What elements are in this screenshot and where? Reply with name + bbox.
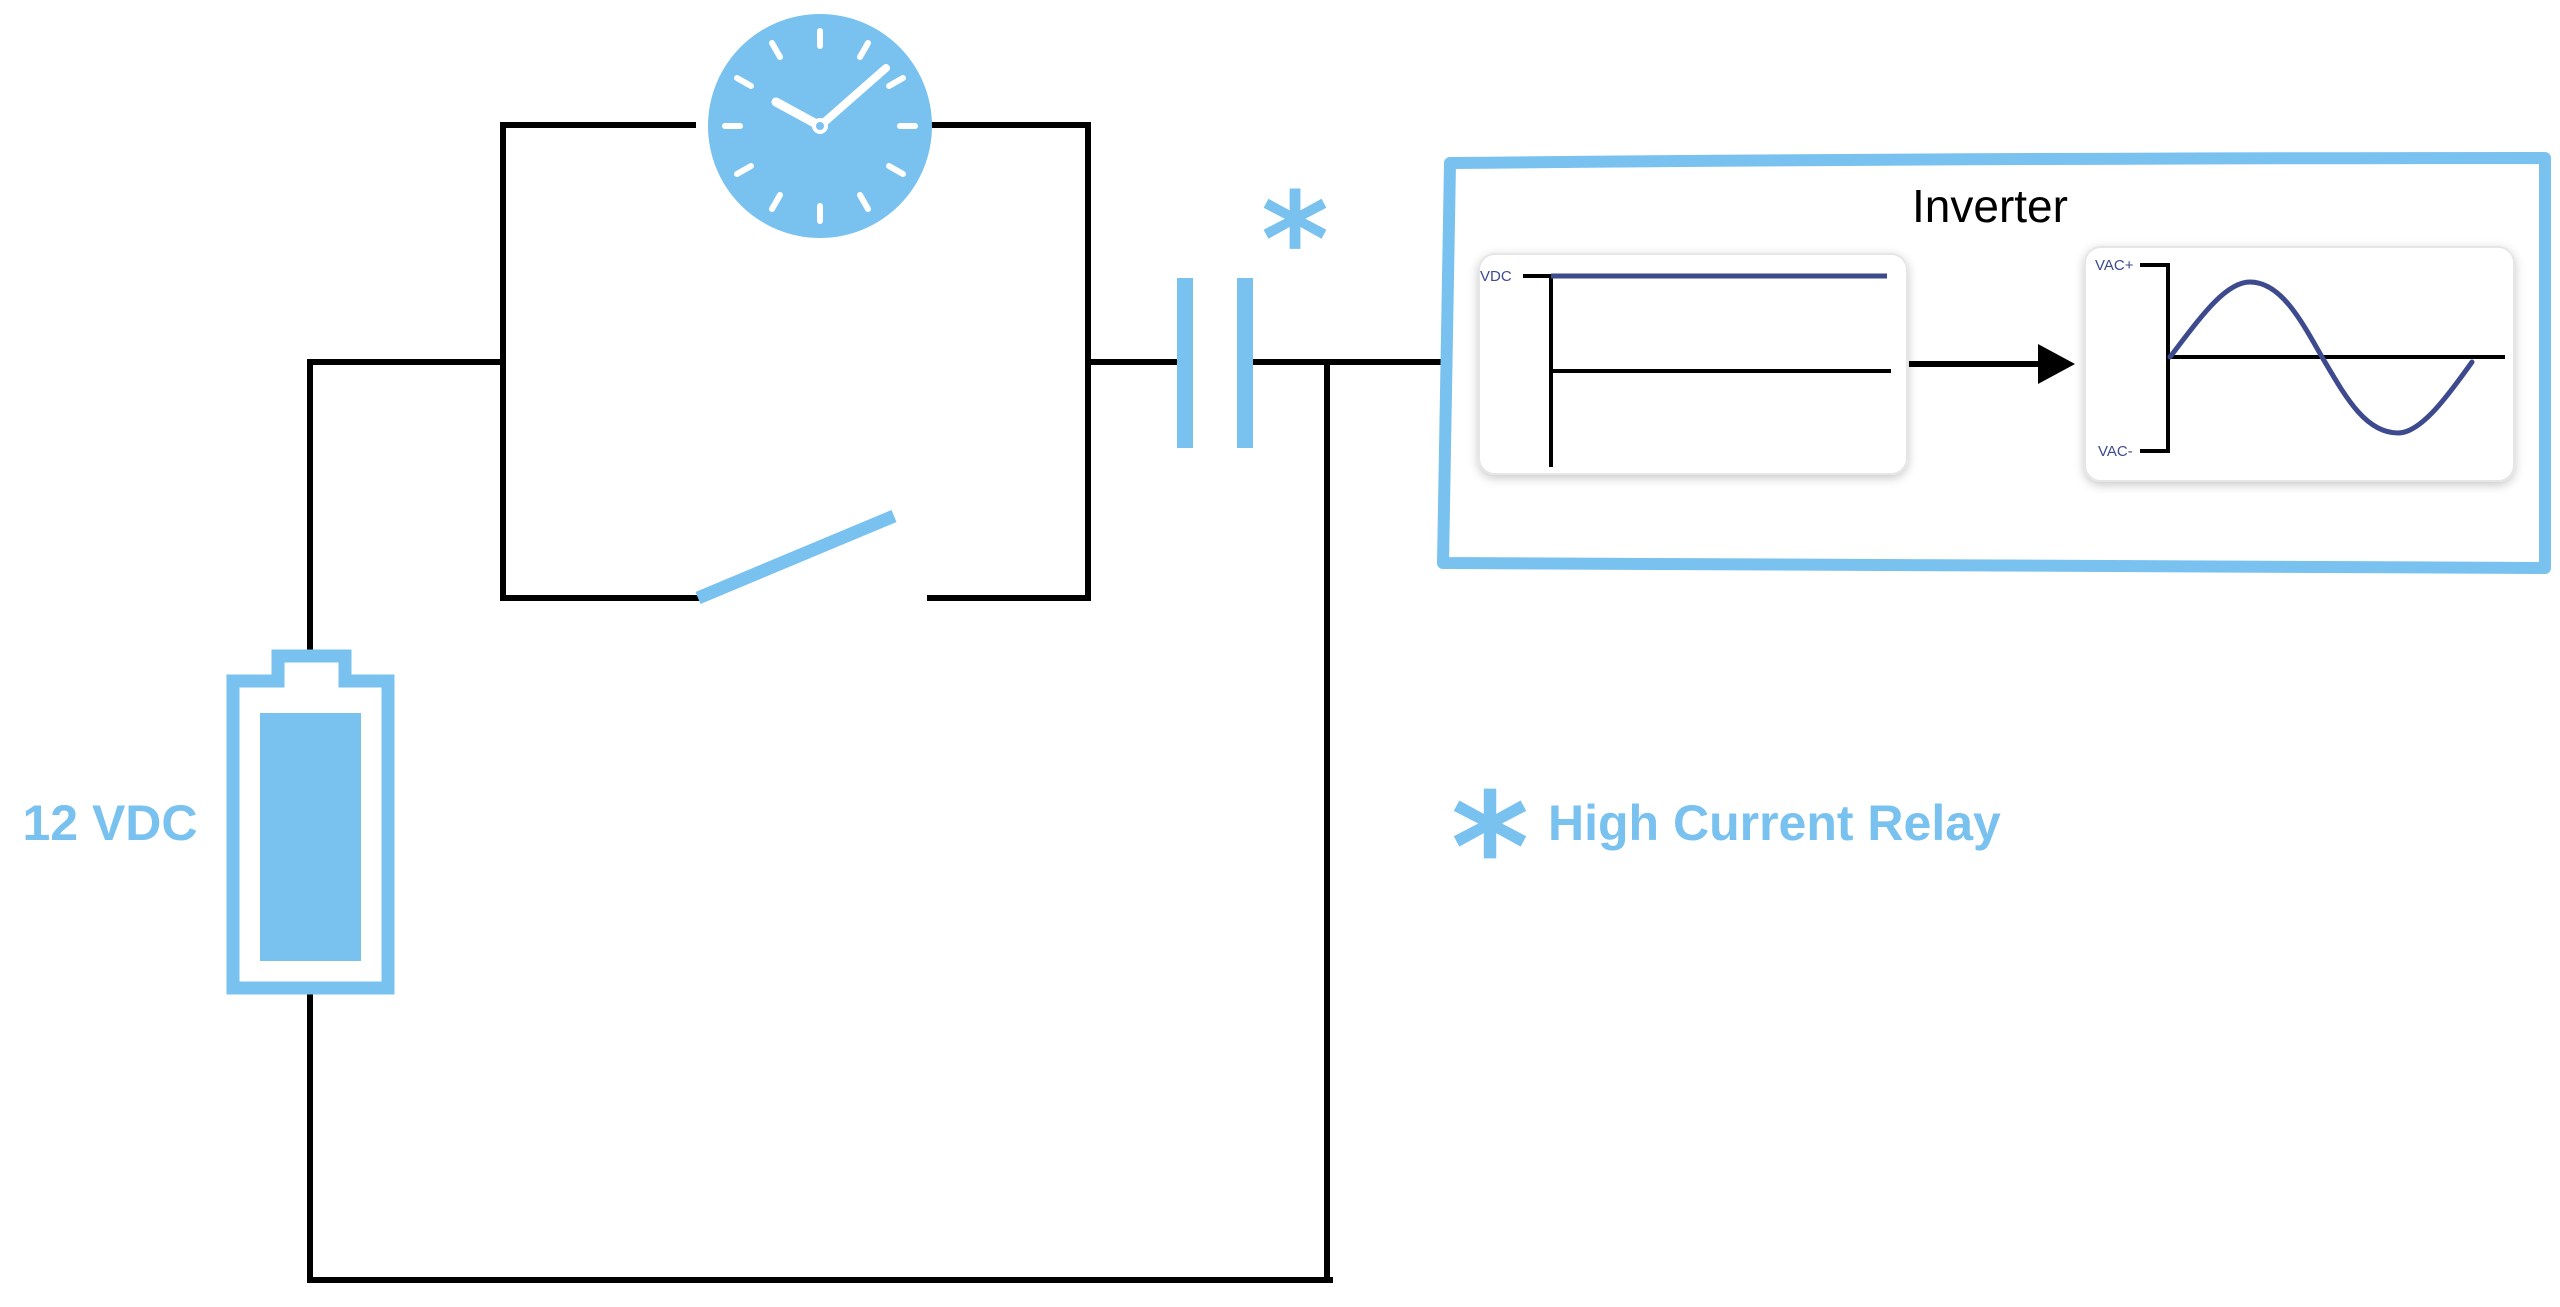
ac-graph-top-label: VAC+ (2095, 257, 2134, 274)
inverter-title: Inverter (1912, 180, 2068, 232)
clock-icon (708, 14, 932, 238)
conversion-arrow-icon (1909, 344, 2075, 384)
circuit-wires (307, 122, 1446, 1283)
dc-graph-label: VDC (1480, 268, 1512, 285)
ac-graph-bottom-label: VAC- (2098, 443, 2133, 460)
battery-icon (226, 649, 395, 995)
wire-battery-to-top (307, 359, 506, 653)
relay-icon (1177, 278, 1253, 448)
ac-graph-card: VAC+ VAC- (2084, 246, 2515, 482)
switch-icon (695, 510, 897, 604)
battery-voltage-label: 12 VDC (22, 795, 197, 851)
legend-marker: * (1451, 762, 1529, 936)
relay-marker: * (1261, 164, 1329, 316)
relay-legend-label: High Current Relay (1548, 795, 2001, 851)
dc-graph-card: VDC (1478, 253, 1908, 475)
inverter-box (1437, 152, 2551, 574)
ac-signal-wave (2167, 279, 2475, 436)
